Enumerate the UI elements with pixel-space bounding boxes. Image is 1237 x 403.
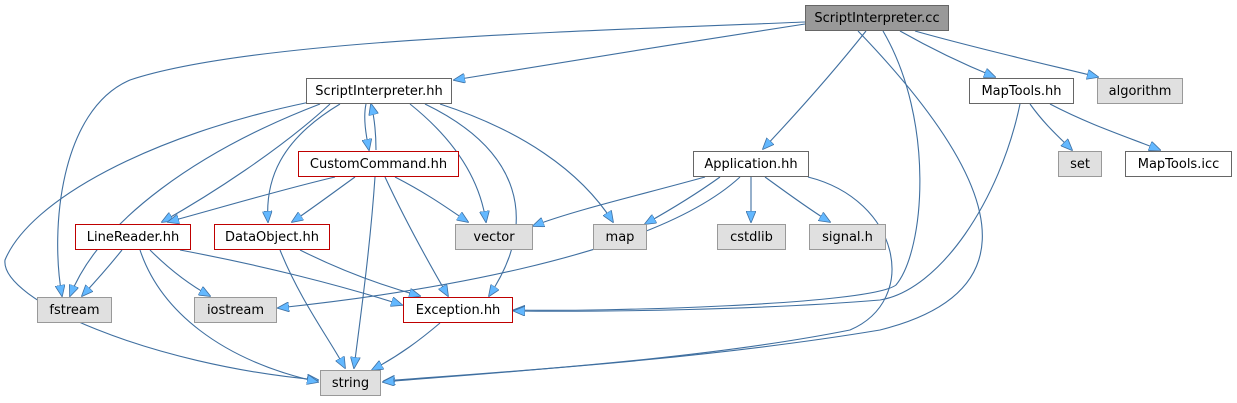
node-app-hh[interactable]: Application.hh bbox=[693, 151, 809, 177]
edge-si_cc-to-string bbox=[384, 30, 983, 381]
node-maptools-hh[interactable]: MapTools.hh bbox=[969, 78, 1074, 104]
node-set[interactable]: set bbox=[1058, 151, 1102, 177]
node-box bbox=[805, 5, 949, 31]
node-label: CustomCommand.hh bbox=[310, 157, 447, 172]
node-cstdlib[interactable]: cstdlib bbox=[717, 224, 786, 250]
edge-app_hh-to-string bbox=[383, 176, 893, 382]
edge-app_hh-to-signal_h bbox=[764, 176, 830, 222]
node-signal-h[interactable]: signal.h bbox=[809, 224, 886, 250]
edge-si_hh-to-string bbox=[4, 101, 318, 380]
node-box bbox=[75, 224, 191, 250]
edge-si_hh-to-custom_hh bbox=[365, 103, 369, 150]
node-string[interactable]: string bbox=[320, 370, 381, 396]
edge-si_hh-to-dataobject_hh bbox=[268, 103, 341, 222]
edge-linereader_hh-to-string bbox=[139, 249, 318, 382]
node-iostream[interactable]: iostream bbox=[194, 297, 277, 323]
node-custom-hh[interactable]: CustomCommand.hh bbox=[298, 151, 459, 177]
edge-dataobject_hh-to-exception_hh bbox=[299, 249, 420, 296]
node-label: cstdlib bbox=[730, 230, 773, 245]
edge-maptools_hh-to-exception_hh bbox=[514, 103, 1021, 311]
node-box bbox=[320, 370, 381, 396]
node-box bbox=[1125, 151, 1232, 177]
node-label: set bbox=[1070, 157, 1090, 172]
node-si-hh[interactable]: ScriptInterpreter.hh bbox=[306, 78, 452, 104]
node-box bbox=[1097, 78, 1183, 104]
edge-si_cc-to-exception_hh bbox=[514, 30, 921, 310]
node-box bbox=[306, 78, 452, 104]
edge-linereader_hh-to-fstream bbox=[82, 249, 123, 296]
node-label: signal.h bbox=[822, 230, 873, 245]
edge-app_hh-to-iostream bbox=[278, 176, 741, 308]
node-vector[interactable]: vector bbox=[455, 224, 533, 250]
edge-linereader_hh-to-exception_hh bbox=[179, 249, 402, 305]
edge-si_hh-to-fstream bbox=[70, 103, 321, 296]
nodes: ScriptInterpreter.ccScriptInterpreter.hh… bbox=[37, 5, 1232, 396]
node-label: iostream bbox=[207, 303, 264, 318]
edge-exception_hh-to-string bbox=[372, 322, 441, 370]
node-box bbox=[214, 224, 330, 250]
node-maptools-icc[interactable]: MapTools.icc bbox=[1125, 151, 1232, 177]
node-label: algorithm bbox=[1109, 84, 1172, 99]
node-label: map bbox=[606, 230, 635, 245]
edge-maptools_hh-to-maptools_icc bbox=[1049, 103, 1160, 150]
node-label: Exception.hh bbox=[416, 303, 501, 318]
edge-maptools_hh-to-set bbox=[1029, 103, 1072, 150]
node-box bbox=[37, 297, 112, 323]
edge-custom_hh-to-linereader_hh bbox=[168, 176, 336, 222]
edge-custom_hh-to-dataobject_hh bbox=[292, 176, 356, 222]
node-box bbox=[194, 297, 277, 323]
node-exception-hh[interactable]: Exception.hh bbox=[403, 297, 513, 323]
node-algorithm[interactable]: algorithm bbox=[1097, 78, 1183, 104]
edge-si_cc-to-si_hh bbox=[454, 23, 806, 80]
node-si-cc[interactable]: ScriptInterpreter.cc bbox=[805, 5, 949, 31]
node-dataobject-hh[interactable]: DataObject.hh bbox=[214, 224, 330, 250]
node-box bbox=[969, 78, 1074, 104]
edge-app_hh-to-map bbox=[645, 176, 721, 224]
edge-si_hh-to-exception_hh bbox=[424, 103, 517, 296]
node-label: MapTools.icc bbox=[1138, 157, 1220, 172]
node-box bbox=[298, 151, 459, 177]
node-map[interactable]: map bbox=[593, 224, 647, 250]
node-label: vector bbox=[473, 230, 515, 245]
edge-si_cc-to-maptools_hh bbox=[899, 30, 995, 77]
node-label: ScriptInterpreter.cc bbox=[814, 11, 939, 26]
node-label: MapTools.hh bbox=[981, 84, 1061, 99]
node-label: string bbox=[332, 376, 369, 391]
node-box bbox=[403, 297, 513, 323]
edge-si_cc-to-algorithm bbox=[914, 30, 1098, 77]
edge-custom_hh-to-exception_hh bbox=[384, 176, 448, 296]
edge-custom_hh-to-si_hh bbox=[371, 104, 376, 151]
edge-dataobject_hh-to-string bbox=[279, 249, 345, 368]
node-box bbox=[693, 151, 809, 177]
edge-linereader_hh-to-iostream bbox=[149, 249, 210, 296]
node-label: Application.hh bbox=[704, 157, 797, 172]
edge-si_cc-to-app_hh bbox=[763, 30, 867, 149]
edge-custom_hh-to-vector bbox=[394, 176, 468, 222]
edge-si_hh-to-map bbox=[439, 103, 613, 222]
edge-custom_hh-to-string bbox=[354, 176, 376, 368]
node-label: LineReader.hh bbox=[87, 230, 180, 245]
node-box bbox=[455, 224, 533, 250]
node-box bbox=[1058, 151, 1102, 177]
node-label: ScriptInterpreter.hh bbox=[315, 84, 442, 99]
node-box bbox=[717, 224, 786, 250]
node-box bbox=[593, 224, 647, 250]
node-label: fstream bbox=[49, 303, 99, 318]
node-box bbox=[809, 224, 886, 250]
edge-si_hh-to-linereader_hh bbox=[162, 103, 331, 222]
node-linereader-hh[interactable]: LineReader.hh bbox=[75, 224, 191, 250]
node-label: DataObject.hh bbox=[225, 230, 319, 245]
edge-app_hh-to-vector bbox=[533, 176, 706, 226]
edge-si_hh-to-vector bbox=[409, 103, 486, 222]
node-fstream[interactable]: fstream bbox=[37, 297, 112, 323]
edge-si_cc-to-fstream bbox=[58, 21, 806, 296]
edges bbox=[4, 21, 1160, 382]
